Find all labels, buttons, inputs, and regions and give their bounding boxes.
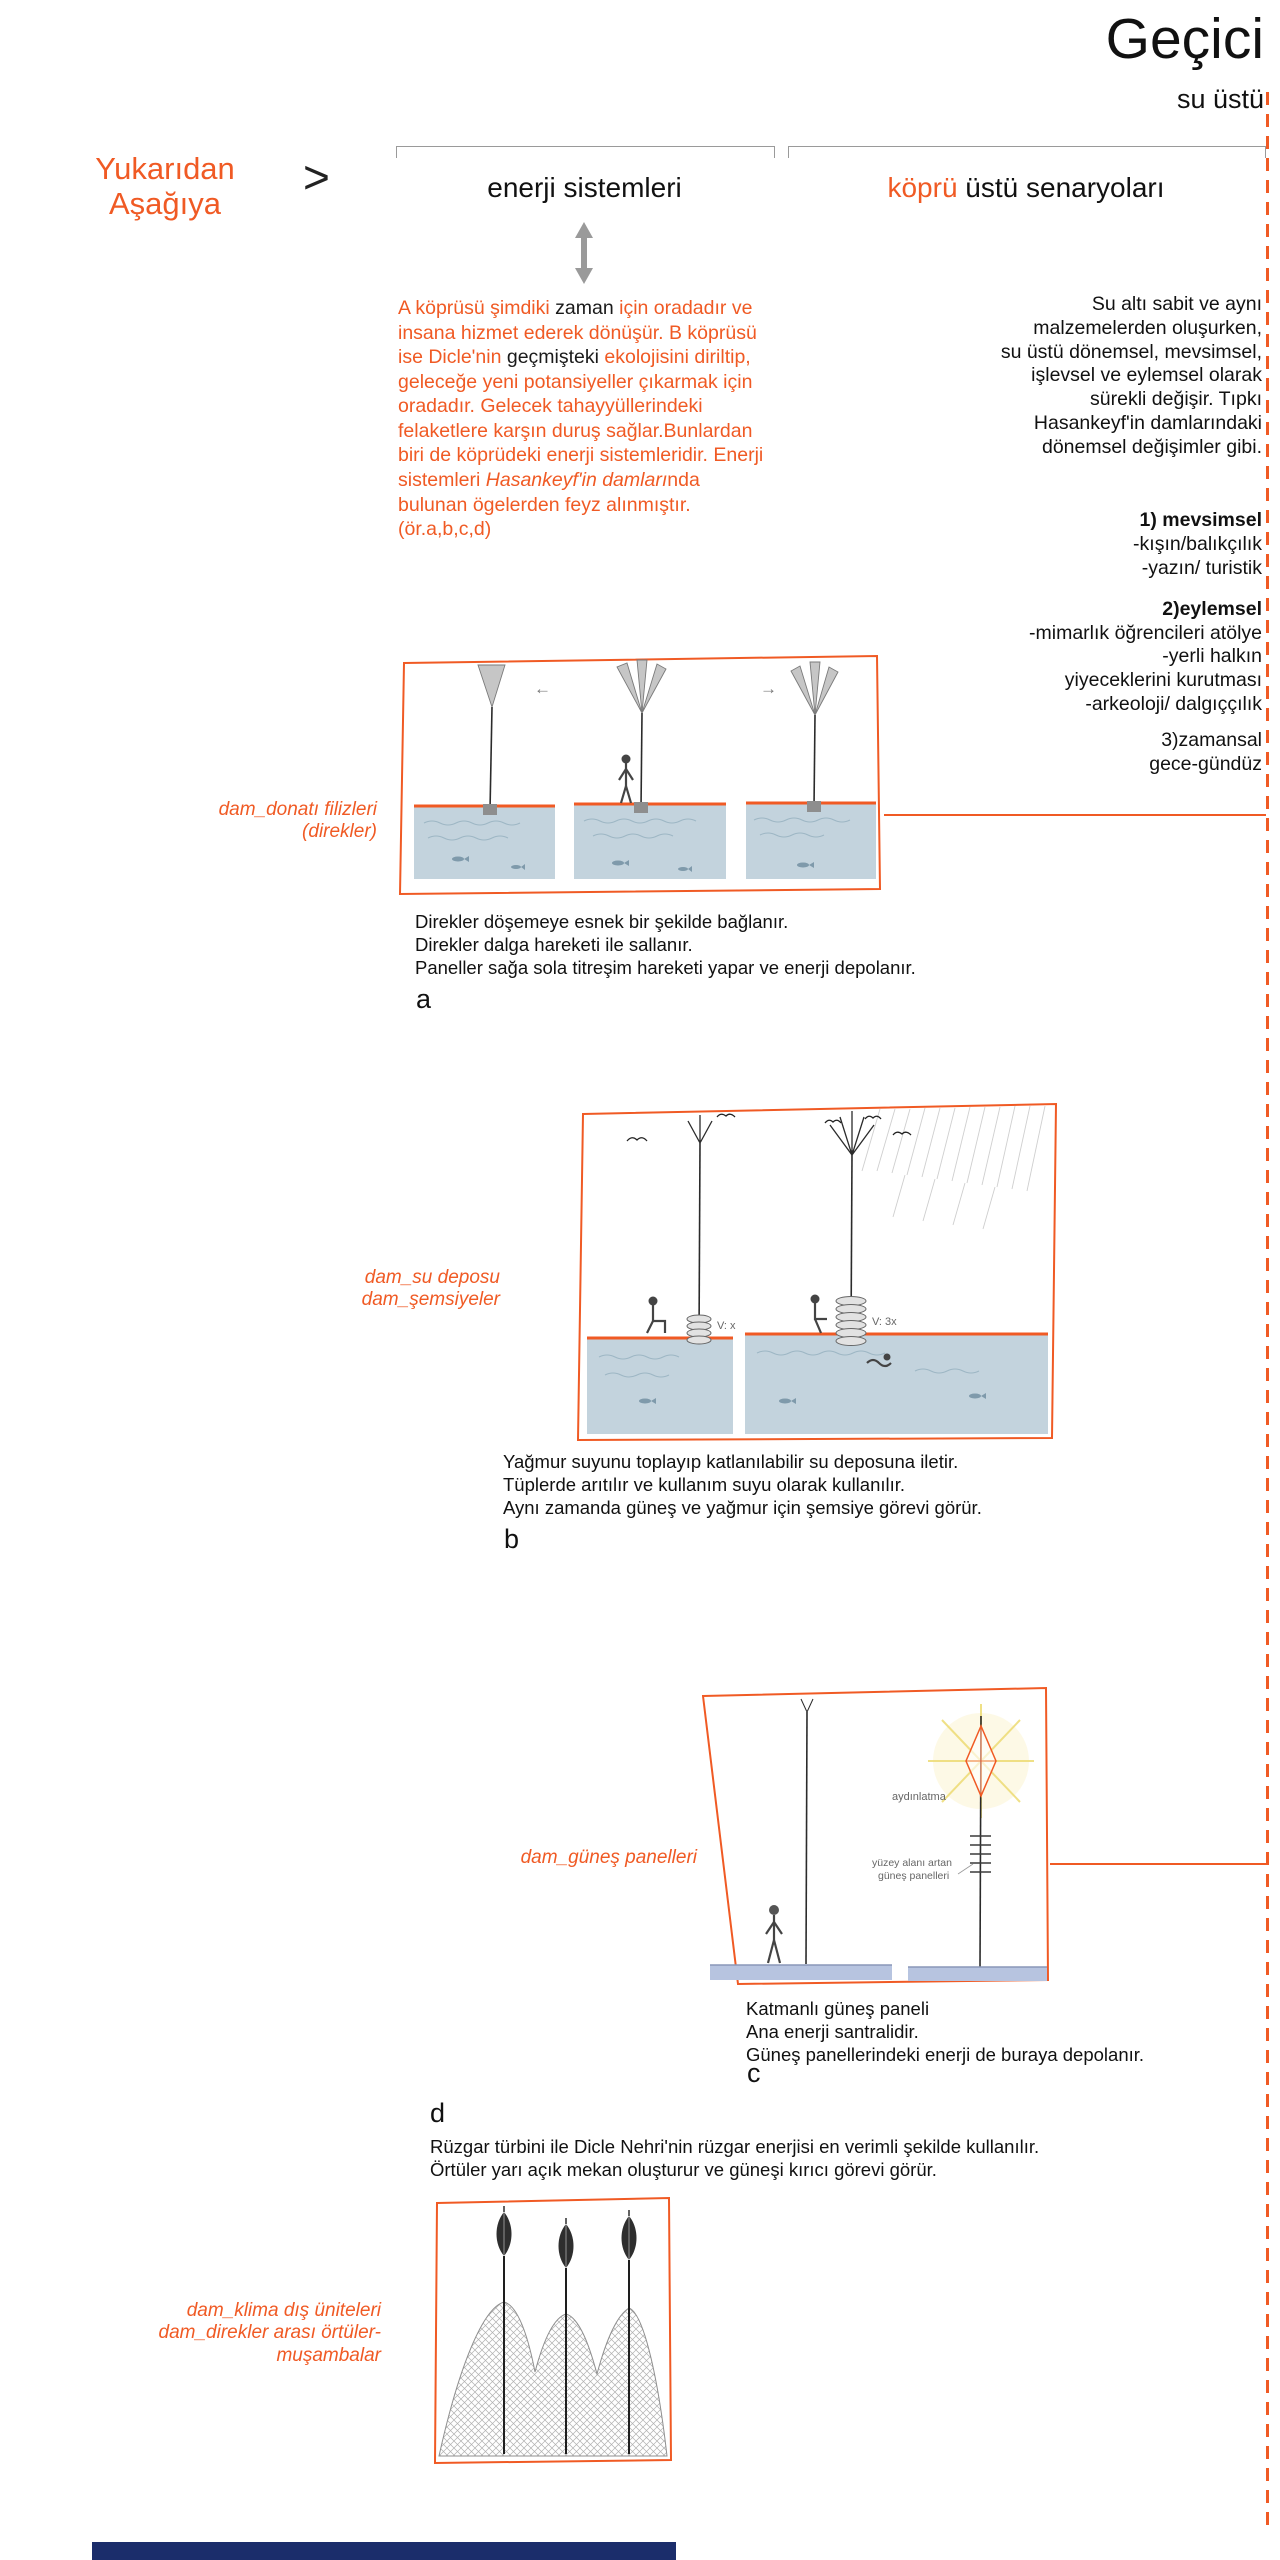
flow-direction-label: Yukarıdan Aşağıya — [95, 151, 235, 221]
annotation-light-label: aydınlatma — [892, 1791, 947, 1803]
panel-d-sketch — [433, 2196, 673, 2465]
label-dam-gunes-panelleri: dam_güneş panelleri — [520, 1847, 697, 1868]
page-title: Geçici — [1105, 7, 1264, 71]
water-depot-small-icon — [686, 1314, 712, 1345]
bird-icon — [716, 1113, 736, 1118]
umbrella-mast-icon — [687, 1115, 713, 1342]
intro-seg: nda bulunan ögelerden feyz alınmıştır. (… — [398, 468, 700, 541]
label-dam-donati-filizleri: dam_donatı filizleri (direkler) — [218, 799, 377, 843]
column-header-scenarios: köprü üstü senaryoları — [788, 172, 1264, 204]
scenario-column: Su altı sabit ve aynı malzemelerden oluş… — [902, 293, 1262, 776]
fish-icon — [452, 856, 814, 872]
scenario-paragraph: Su altı sabit ve aynı malzemelerden oluş… — [1000, 293, 1262, 458]
fan-mast-icon — [616, 659, 667, 813]
section-b-description: Yağmur suyunu toplayıp katlanılabilir su… — [503, 1451, 982, 1518]
section-a-description: Direkler döşemeye esnek bir şekilde bağl… — [415, 911, 916, 978]
sitting-person-icon — [646, 1296, 667, 1334]
label-dam-klima-ortuler: dam_klima dış üniteleri dam_direkler ara… — [158, 2300, 381, 2366]
section-b-letter: b — [504, 1524, 520, 1554]
diamond-lamp-icon — [965, 1724, 997, 1798]
panel-a-sketch: ← → — [398, 654, 882, 896]
intro-paragraph: A köprüsü şimdiki zaman için oradadır ve… — [398, 296, 770, 542]
bird-icon — [626, 1137, 648, 1142]
updown-arrow-icon — [575, 222, 593, 284]
scenario-item1-title: 1) mevsimsel — [1139, 509, 1263, 532]
right-dashed-border — [1266, 92, 1269, 2532]
bird-icon — [892, 1131, 912, 1136]
wind-turbine-icon — [496, 2206, 512, 2256]
person-icon — [765, 1905, 783, 1964]
intro-seg-black: zaman — [555, 297, 614, 319]
annotation-panels-label-line1: yüzey alanı artan — [872, 1857, 952, 1869]
column-header-scenarios-orange: köprü — [887, 172, 958, 203]
water-depot-large-icon — [835, 1296, 867, 1346]
column-header-scenarios-rest: üstü senaryoları — [957, 172, 1165, 203]
rain-hatch-icon — [861, 1105, 1046, 1230]
annotation-leader-line — [957, 1863, 974, 1875]
panel-b-sketch: V: x V: 3x — [576, 1102, 1058, 1442]
page-subtitle: su üstü — [1176, 84, 1264, 114]
chevron-right-icon: > — [303, 151, 330, 203]
wind-turbine-icon — [558, 2218, 574, 2268]
intro-seg-black: geçmişteki — [506, 346, 599, 369]
scenario-item2-title: 2)eylemsel — [1162, 597, 1262, 620]
fan-mast-icon — [790, 661, 839, 812]
scenario-item1-lines: -kışın/balıkçılık -yazın/ turistik — [1133, 533, 1262, 580]
label-dam-su-deposu: dam_su deposu dam_şemsiyeler — [361, 1267, 500, 1311]
intro-seg: için oradadır ve insana hizmet ederek dö… — [398, 297, 757, 369]
scenario-item2-lines: -mimarlık öğrencileri atölye -yerli halk… — [1029, 621, 1262, 715]
intro-seg-italic: Hasankeyf'in damları — [485, 468, 668, 491]
volume-large-label: V: 3x — [872, 1316, 897, 1328]
panel-c-connector-line — [1050, 1863, 1266, 1865]
person-icon — [618, 754, 634, 804]
scenario-column-bracket — [788, 146, 1266, 158]
section-c-description: Katmanlı güneş paneli Ana enerji santral… — [746, 1998, 1145, 2065]
section-d-description: Rüzgar türbini ile Dicle Nehri'nin rüzga… — [430, 2136, 1040, 2180]
plain-mast-icon — [800, 1698, 814, 1965]
wind-turbine-icon — [621, 2210, 637, 2260]
fish-icon — [639, 1393, 986, 1404]
column-header-energy: enerji sistemleri — [487, 172, 682, 203]
scenario-item3-title: 3)zamansal — [1161, 728, 1262, 751]
bottom-navy-bar — [92, 2542, 676, 2560]
pennant-mast-icon — [477, 664, 506, 815]
vibration-arrow-left: ← — [534, 679, 551, 698]
section-c-letter: c — [747, 2058, 761, 2088]
section-a-letter: a — [416, 984, 432, 1014]
intro-seg: A köprüsü şimdiki — [398, 297, 556, 319]
intro-seg: ekolojisini diriltip, geleceğe yeni pota… — [398, 346, 764, 491]
panel-c-sketch: aydınlatma yüzey alanı artan güneş panel… — [702, 1686, 1050, 1986]
section-d-letter: d — [430, 2098, 446, 2128]
panel-a-connector-line — [884, 814, 1266, 816]
swimmer-icon — [866, 1353, 892, 1368]
solar-panel-stack-icon — [970, 1835, 991, 1873]
annotation-panels-label-line2: güneş panelleri — [878, 1870, 949, 1882]
net-canopy-icon — [438, 2301, 668, 2457]
scenario-item3-lines: gece-gündüz — [1149, 752, 1262, 775]
vibration-arrow-right: → — [760, 679, 777, 698]
volume-small-label: V: x — [717, 1320, 736, 1332]
sitting-person-icon — [810, 1294, 827, 1334]
energy-column-bracket — [396, 146, 775, 158]
